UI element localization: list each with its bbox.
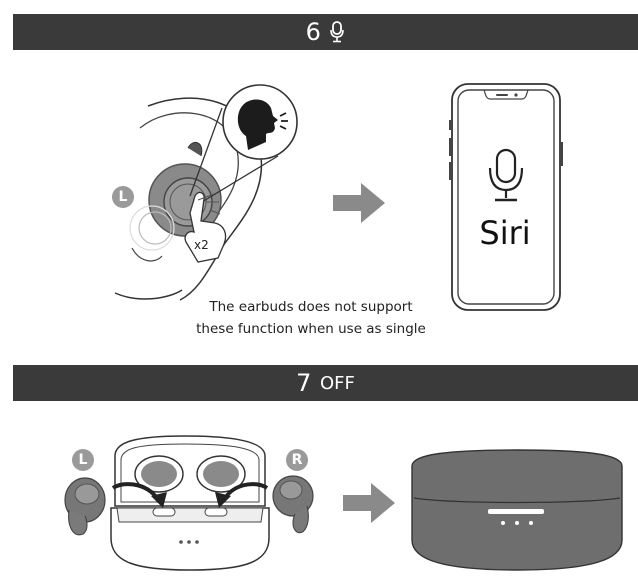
phone-illustration xyxy=(449,83,563,311)
case-left-label: L xyxy=(72,449,94,471)
case-right-label: R xyxy=(286,449,308,471)
single-use-note: The earbuds does not support these funct… xyxy=(180,296,442,340)
section-7-header: 7 OFF xyxy=(13,365,638,401)
note-line-2: these function when use as single xyxy=(196,321,426,337)
speaking-head-icon xyxy=(222,84,298,160)
section-6-header: 6 xyxy=(13,14,638,50)
charging-case-closed-illustration xyxy=(411,449,623,571)
section-7-label: OFF xyxy=(319,372,355,394)
left-earbud-label: L xyxy=(112,186,134,208)
section-7-number: 7 xyxy=(296,369,312,397)
arrow-right-icon xyxy=(343,483,395,523)
charging-case-open-illustration xyxy=(64,435,314,571)
section-6-number: 6 xyxy=(305,18,322,46)
siri-label: Siri xyxy=(479,214,531,252)
arrow-right-icon xyxy=(333,183,385,223)
tap-count-label: x2 xyxy=(194,238,209,252)
microphone-icon xyxy=(330,21,345,43)
ear-double-tap-illustration xyxy=(114,97,279,301)
note-line-1: The earbuds does not support xyxy=(209,299,413,315)
